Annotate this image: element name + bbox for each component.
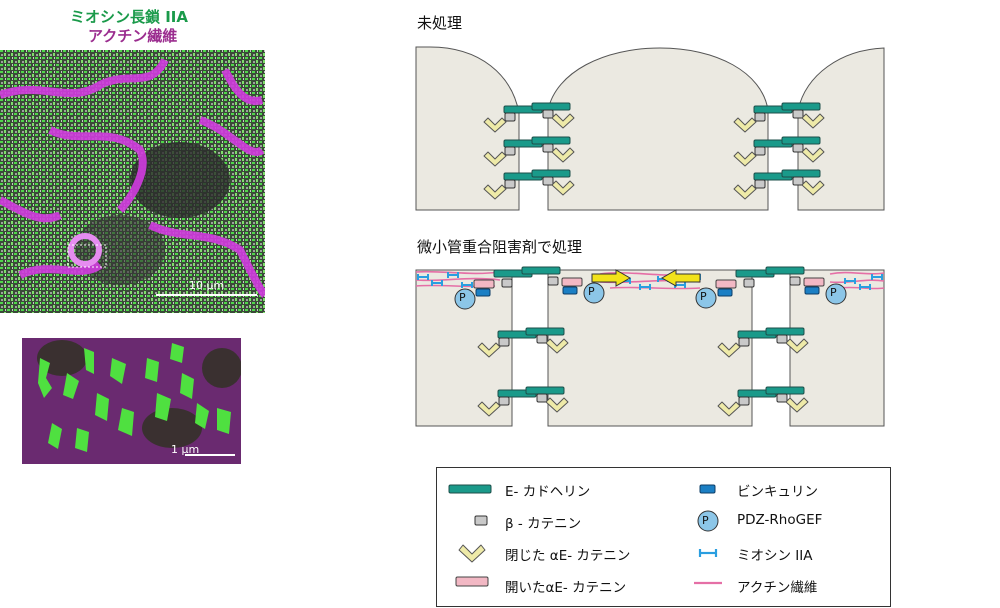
legend-label-actin: アクチン繊維 [737,580,818,596]
legend-label-myosin: ミオシン IIA [737,548,813,564]
actin-label: アクチン繊維 [88,27,178,45]
rhogef-p-label: P [830,286,837,299]
scale-label-inset: 1 µm [171,443,200,456]
myosin-label: ミオシン長鎖 IIA [70,8,188,26]
legend: P E- カドヘリン β - カテニン 閉じた αE- カテニン 開いたαE- … [436,467,891,607]
micrograph-main [0,50,265,313]
contraction-arrows [591,269,701,287]
scale-label-main: 10 µm [189,279,225,292]
legend-label-beta-catenin: β - カテニン [505,516,582,532]
legend-label-rhogef: PDZ-RhoGEF [737,512,823,528]
rhogef-markers [454,282,847,310]
legend-rhogef-swatch [697,510,719,532]
untreated-title: 未処理 [417,14,463,32]
rhogef-p-label: P [700,290,707,303]
legend-vinculin-swatch [699,484,716,494]
rhogef-p-label: P [459,291,466,304]
legend-label-vinculin: ビンキュリン [737,484,818,500]
legend-label-closed-alpha: 閉じた αE- カテニン [505,548,631,564]
legend-open-alpha-swatch [455,576,489,587]
legend-closed-alpha-swatch [458,544,486,563]
legend-label-cadherin: E- カドヘリン [505,484,591,500]
untreated-cells [415,46,885,211]
legend-rhogef-p-label: P [702,514,709,527]
treated-cells [415,269,885,427]
legend-cadherin-swatch [448,484,492,494]
rhogef-p-label: P [588,285,595,298]
micrograph-inset [22,338,241,464]
legend-beta-catenin-swatch [474,515,488,526]
legend-label-open-alpha: 開いたαE- カテニン [505,580,627,596]
treated-title: 微小管重合阻害剤で処理 [417,238,583,256]
legend-myosin-swatch [698,549,718,557]
